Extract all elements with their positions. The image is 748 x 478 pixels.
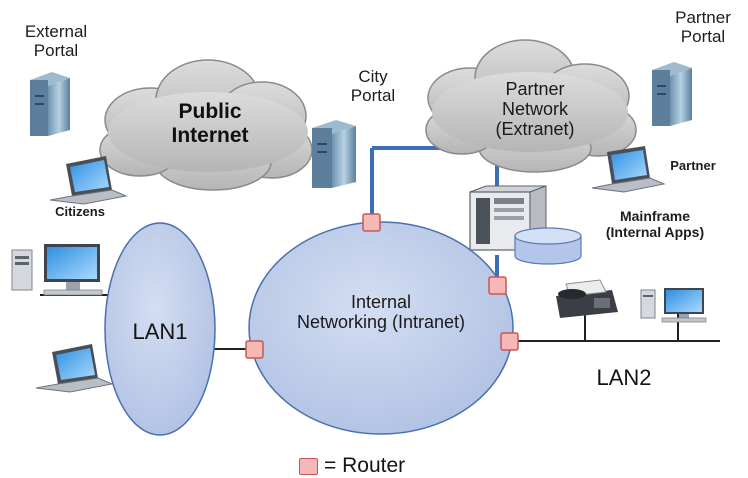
partner-network-label: Partner Network (Extranet) [495,79,575,140]
public-internet-label: Public Internet [171,100,249,147]
router-icon [245,340,264,359]
lan2-desktop-computer-icon [640,288,707,323]
router-icon [362,213,381,232]
router-icon [488,276,507,295]
intranet-ellipse [248,221,514,435]
lan1-ellipse [104,222,216,436]
lan1-laptop-icon [35,344,114,393]
mainframe-label: Mainframe (Internal Apps) [605,208,705,240]
city-portal-label: City Portal [350,67,396,106]
routers [245,213,519,359]
router-icon [500,332,519,351]
citizens-laptop-icon [49,156,128,205]
partner-network-cloud-icon [425,39,637,173]
legend-text: = Router [324,454,406,477]
partner-portal-label: Partner Portal [675,8,731,47]
citizens-label: Citizens [55,204,105,219]
external-portal-label: External Portal [24,22,88,61]
database-icon [514,227,582,265]
city-portal-server-icon [312,120,356,188]
router-legend: = Router [299,454,405,478]
router-icon [299,457,318,475]
public-internet-cloud-icon [99,59,313,191]
external-portal-server-icon [30,72,70,136]
partner-portal-server-icon [652,62,692,126]
partner-laptop-icon [591,146,666,193]
lan1-label: LAN1 [132,319,188,344]
mainframe-icon [469,185,547,251]
lan1-desktop-computer-icon [11,244,103,296]
lan2-label: LAN2 [596,365,652,390]
fax-machine-icon [556,279,618,318]
intranet-label: Internal Networking (Intranet) [296,292,466,333]
partner-label: Partner [670,158,716,173]
